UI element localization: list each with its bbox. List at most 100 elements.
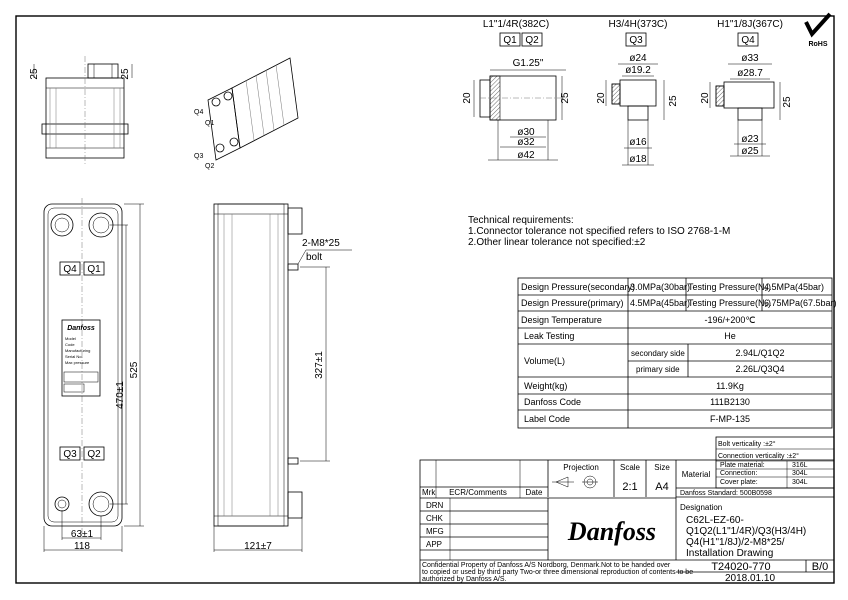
nameplate-line: Code [65,342,75,347]
rohs-badge: RoHS [804,12,832,48]
spec-value: He [724,331,736,341]
technical-requirements: Technical requirements: 1.Connector tole… [468,215,730,248]
connector-port-label: Q2 [525,35,539,46]
connector-thread-hatch [715,85,725,107]
bolt-verticality: Bolt verticality :±2° [718,440,776,448]
danfoss-standard: Danfoss Standard: 500B0598 [680,490,772,497]
iso-port-label: Q4 [194,109,203,116]
bolt-pitch-dim: 327±1 [314,351,325,379]
material-label: Connection: [720,470,757,477]
spec-value: 6.75MPa(67.5bar) [764,298,837,308]
danfoss-logo: Danfoss [567,517,656,546]
spec-sublabel: primary side [636,365,680,374]
spec-label: Danfoss Code [524,397,581,407]
side-view-dim-right: 25 [120,68,131,80]
spec-label: Testing Pressure(N₂) [688,282,771,292]
height-dim-right: 25 [782,96,793,108]
connector-port-label: Q4 [741,35,755,46]
spec-value: 4.5MPa(45bar) [630,298,690,308]
diameter-dim: ø19.2 [625,65,651,76]
connector-detail-l1-1-4r: L1"1/4R(382C) Q1 Q2 G1.25" 20 25 ø30 ø32… [462,19,571,161]
confidential-line: Confidential Property of Danfoss A/S Nor… [422,562,671,569]
front-port-label: Q1 [87,264,101,275]
connector-detail-h1-1-8j: H1"1/8J(367C) Q4 ø33 ø28.7 20 25 ø23 ø25 [700,19,793,157]
spec-value: 11.9Kg [716,381,744,391]
side-view: 2-M8*25 bolt 327±1 121±7 [213,203,352,552]
diameter-dim: ø24 [629,53,647,64]
material-header: Material [682,470,711,479]
scale-value: 2:1 [622,481,637,493]
checkmark-icon [804,12,832,38]
ecr-header: ECR/Comments [449,488,507,497]
material-label: Plate material: [720,462,765,469]
thread-size: G1.25" [513,58,544,69]
height-dim-right: 25 [668,95,679,107]
material-value: 316L [792,462,808,469]
bolt [287,263,299,271]
bolt [287,457,299,465]
spec-label: Label Code [524,414,570,424]
confidential-line: to copied or used by third party Two-or … [422,569,693,576]
bolt-callout: bolt [306,252,322,263]
iso-port-label: Q2 [205,163,214,170]
chk-label: CHK [426,514,444,523]
designation-line: C62L-EZ-60- [686,515,744,526]
spec-value: F-MP-135 [710,414,750,424]
nameplate-line: Model [65,336,76,341]
diameter-dim: ø32 [517,137,535,148]
diameter-dim: ø16 [629,137,647,148]
iso-port-label: Q3 [194,153,203,160]
app-label: APP [426,540,442,549]
connector-port-label: Q3 [629,35,643,46]
nameplate-brand: Danfoss [67,325,95,332]
spec-label: Design Pressure(primary) [521,298,624,308]
connection-verticality: Connection verticality :±2° [718,452,799,460]
size-value: A4 [655,481,668,493]
confidential-line: authorized by Danfoss A/S. [422,576,506,583]
spec-value: 4.5MPa(45bar) [764,282,824,292]
bolt-callout: 2-M8*25 [302,238,340,249]
diameter-dim: ø23 [741,134,759,145]
nameplate [61,319,101,397]
mfg-label: MFG [426,527,444,536]
projection-symbol-icon [552,475,598,489]
diameter-dim: ø25 [741,146,759,157]
spec-value: 111B2130 [710,397,750,407]
connector-detail-h3-4h: H3/4H(373C) Q3 ø24 ø19.2 20 25 ø16 ø18 [596,19,679,166]
material-value: 304L [792,470,808,477]
connector-thread-hatch [611,83,621,105]
designation-label: Designation [680,503,722,512]
spec-value: 3.0MPa(30bar) [630,282,690,292]
front-width-dim: 118 [74,541,90,552]
iso-port-label: Q1 [205,120,214,127]
tech-req-title: Technical requirements: [468,215,574,226]
revision: B/0 [812,561,829,573]
projection-label: Projection [563,463,599,472]
front-port-label: Q3 [63,449,77,460]
nameplate-line: Max pressure [65,360,90,365]
front-port-width-dim: 63±1 [71,529,94,540]
diameter-dim: ø30 [517,127,535,138]
spec-label: Testing Pressure(N₂) [688,298,771,308]
designation-line: Q4(H1"1/8J)/2-M8*25/ [686,537,785,548]
tech-req-item: 1.Connector tolerance not specified refe… [468,226,730,237]
designation-line: Q1Q2(L1"1/4R)/Q3(H3/4H) [686,526,806,537]
scale-label: Scale [620,463,641,472]
spec-label: Volume(L) [524,356,565,366]
spec-value: 2.94L/Q1Q2 [735,348,784,358]
diameter-dim: ø28.7 [737,68,763,79]
drawing-number: T24020-770 [711,561,770,573]
spec-label: Weight(kg) [524,381,567,391]
front-height-dim: 525 [129,361,140,378]
connector-title: L1"1/4R(382C) [483,19,549,30]
spec-value: -196/+200℃ [705,315,756,325]
isometric-view: Q4 Q1 Q3 Q2 [194,57,299,170]
height-dim-left: 20 [462,92,473,104]
spec-label: Design Temperature [521,315,602,325]
nameplate-line: Serial No. [65,354,83,359]
diameter-dim: ø33 [741,53,759,64]
height-dim-left: 20 [700,92,711,104]
size-label: Size [654,463,670,472]
spec-table: Design Pressure(secondary) 3.0MPa(30bar)… [517,277,837,429]
